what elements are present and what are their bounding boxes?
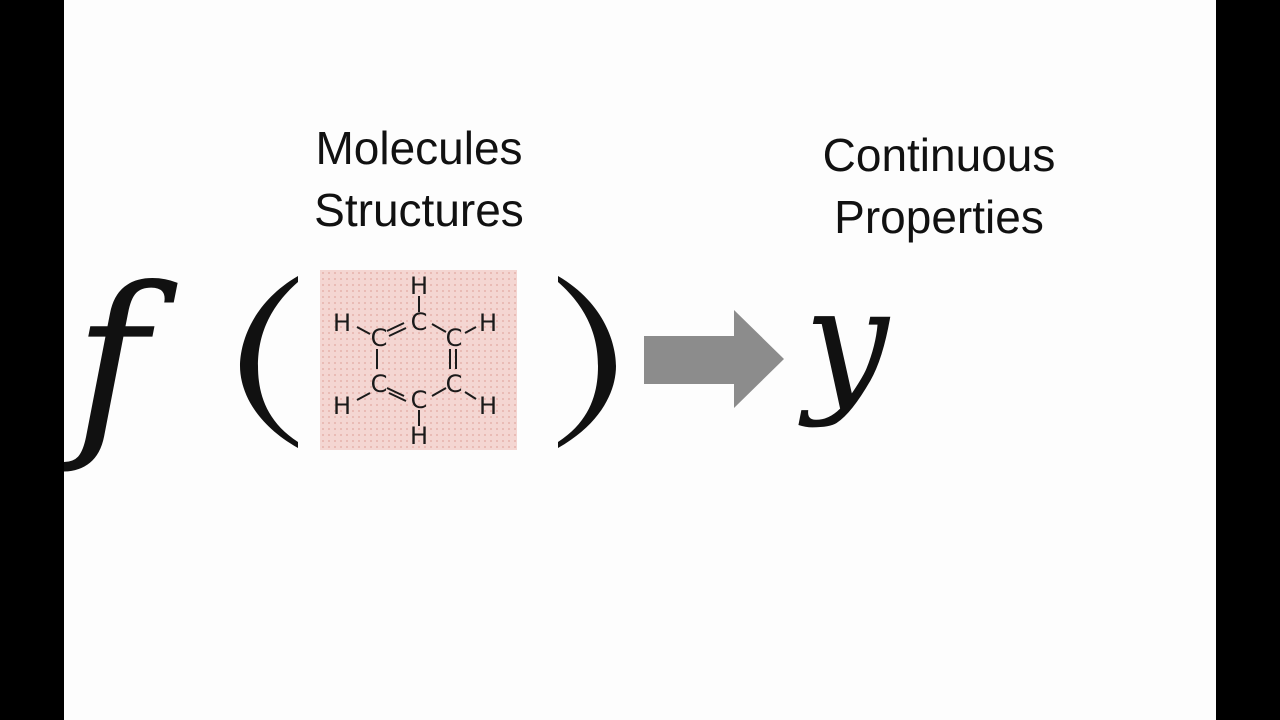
continuous-properties-caption: Continuous Properties	[784, 124, 1094, 248]
caption-line: Structures	[314, 184, 524, 236]
carbon-atom: C	[411, 308, 428, 336]
caption-line: Continuous	[822, 129, 1056, 181]
slide: Molecules Structures Continuous Properti…	[64, 0, 1216, 720]
carbon-atom: C	[446, 370, 463, 398]
carbon-atom: C	[411, 386, 428, 414]
hydrogen-atom: H	[479, 392, 497, 420]
hydrogen-atom: H	[410, 422, 428, 450]
caption-line: Molecules	[315, 122, 523, 174]
right-arrow-icon	[644, 310, 784, 408]
benzene-structure-icon: H C H C C H C C H C H H	[320, 270, 517, 450]
carbon-atom: C	[446, 324, 463, 352]
carbon-atom: C	[371, 324, 388, 352]
output-variable: y	[804, 256, 889, 430]
hydrogen-atom: H	[479, 309, 497, 337]
caption-line: Properties	[834, 191, 1044, 243]
function-symbol: f	[74, 245, 149, 478]
close-parenthesis	[558, 276, 616, 448]
hydrogen-atom: H	[333, 392, 351, 420]
carbon-atom: C	[371, 370, 388, 398]
open-parenthesis	[240, 276, 298, 448]
hydrogen-atom: H	[333, 309, 351, 337]
hydrogen-atom: H	[410, 272, 428, 300]
molecules-structures-caption: Molecules Structures	[264, 117, 574, 241]
